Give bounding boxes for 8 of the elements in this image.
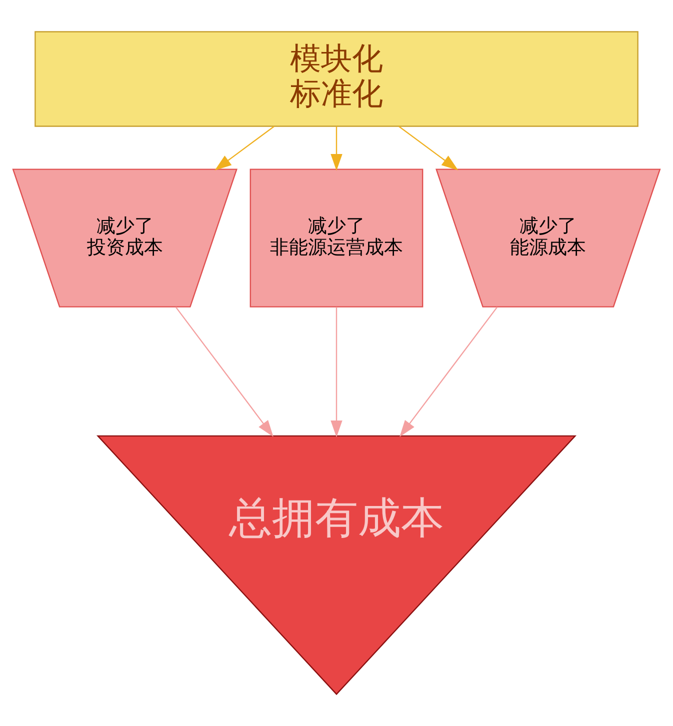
node-box: 减少了 非能源运营成本 [250,168,424,308]
arrow [398,126,458,170]
node-box: 模块化 标准化 [34,31,638,127]
arrow [400,306,498,437]
arrow [330,307,342,438]
arrow [214,126,274,170]
arrow [330,126,342,171]
arrow [175,306,274,437]
